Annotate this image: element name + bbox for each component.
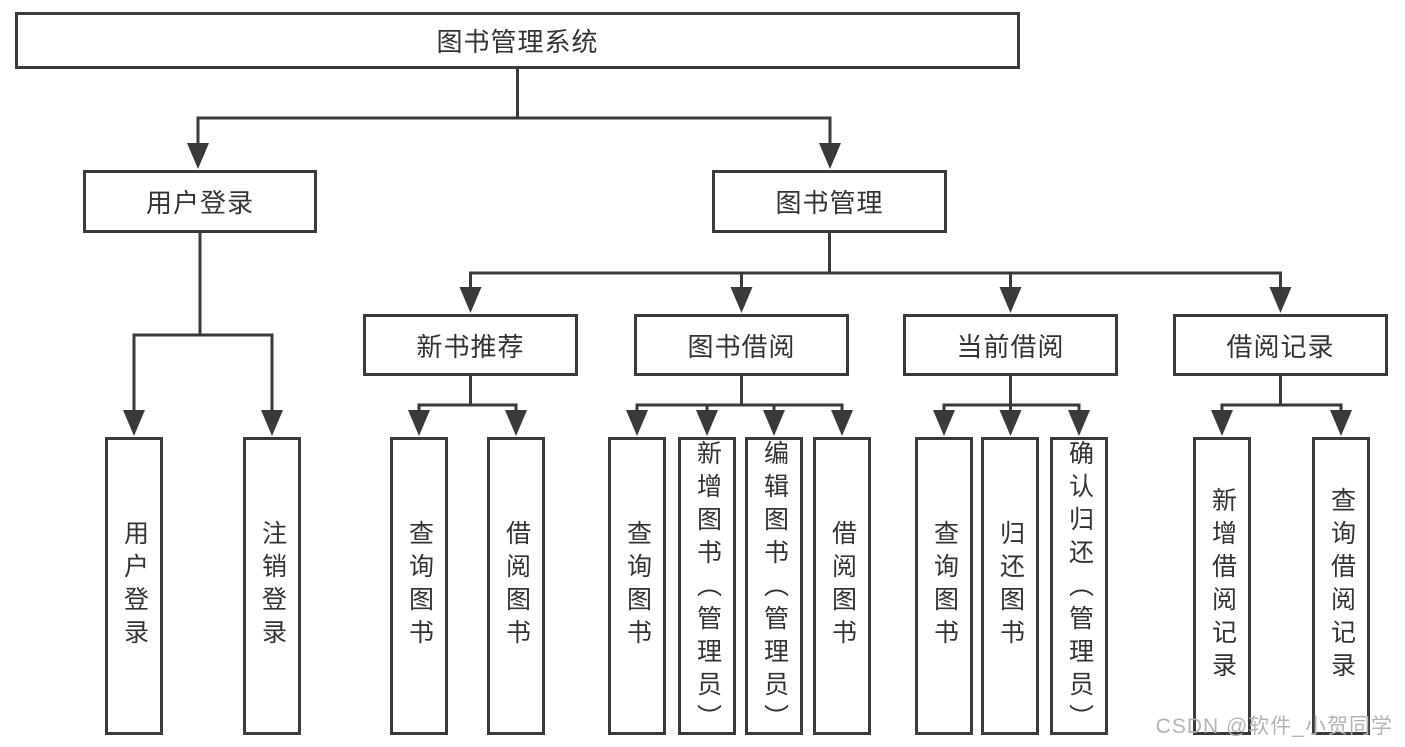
- node-leaf-query-books-1: 查询图书: [390, 437, 448, 735]
- node-leaf-query-books-2: 查询图书: [608, 437, 666, 735]
- node-leaf-edit-books-admin: 编辑图书（管理员）: [745, 437, 803, 737]
- leaf-label: 归还图书: [996, 520, 1025, 652]
- leaf-label: 编辑图书（管理员）: [760, 440, 789, 737]
- node-current-borrowing: 当前借阅: [903, 314, 1118, 376]
- connector-user-login-to-leaves: [132, 233, 274, 411]
- node-leaf-confirm-return-admin: 确认归还（管理员）: [1050, 437, 1108, 737]
- leaf-label: 用户登录: [120, 520, 149, 652]
- connector-root-to-level2: [196, 68, 832, 143]
- leaf-label: 注销登录: [258, 520, 287, 652]
- node-book-borrowing: 图书借阅: [634, 314, 849, 376]
- node-user-login: 用户登录: [83, 170, 317, 233]
- leaf-label: 借阅图书: [502, 520, 531, 652]
- leaf-label: 查询图书: [930, 520, 959, 652]
- node-new-book-recommend: 新书推荐: [363, 314, 578, 376]
- connector-records-to-leaves: [1220, 376, 1343, 411]
- node-leaf-borrow-books-1: 借阅图书: [487, 437, 545, 735]
- leaf-label: 确认归还（管理员）: [1065, 440, 1094, 737]
- leaf-label: 查询图书: [405, 520, 434, 652]
- arrowheads: [123, 143, 1352, 436]
- node-leaf-user-login: 用户登录: [105, 437, 163, 735]
- node-leaf-logout: 注销登录: [243, 437, 301, 735]
- node-leaf-add-books-admin: 新增图书（管理员）: [678, 437, 736, 737]
- leaf-label: 查询图书: [623, 520, 652, 652]
- node-leaf-query-borrow-record: 查询借阅记录: [1312, 437, 1370, 735]
- node-leaf-return-books: 归还图书: [981, 437, 1039, 735]
- node-leaf-borrow-books-2: 借阅图书: [813, 437, 871, 735]
- connector-book-management-to-level3: [469, 233, 1282, 288]
- leaf-label: 借阅图书: [828, 520, 857, 652]
- watermark: CSDN @软件_小贺同学: [1155, 715, 1393, 738]
- leaf-label: 新增图书（管理员）: [693, 440, 722, 737]
- node-leaf-query-books-3: 查询图书: [915, 437, 973, 735]
- node-borrowing-records: 借阅记录: [1173, 314, 1388, 376]
- node-book-management: 图书管理: [712, 170, 947, 233]
- connector-new-book-to-leaves: [417, 376, 518, 411]
- leaf-label: 新增借阅记录: [1208, 487, 1237, 685]
- connector-borrowing-to-leaves: [635, 376, 844, 411]
- node-leaf-add-borrow-record: 新增借阅记录: [1193, 437, 1251, 735]
- node-root: 图书管理系统: [15, 12, 1020, 69]
- connector-current-to-leaves: [942, 376, 1081, 411]
- leaf-label: 查询借阅记录: [1327, 487, 1356, 685]
